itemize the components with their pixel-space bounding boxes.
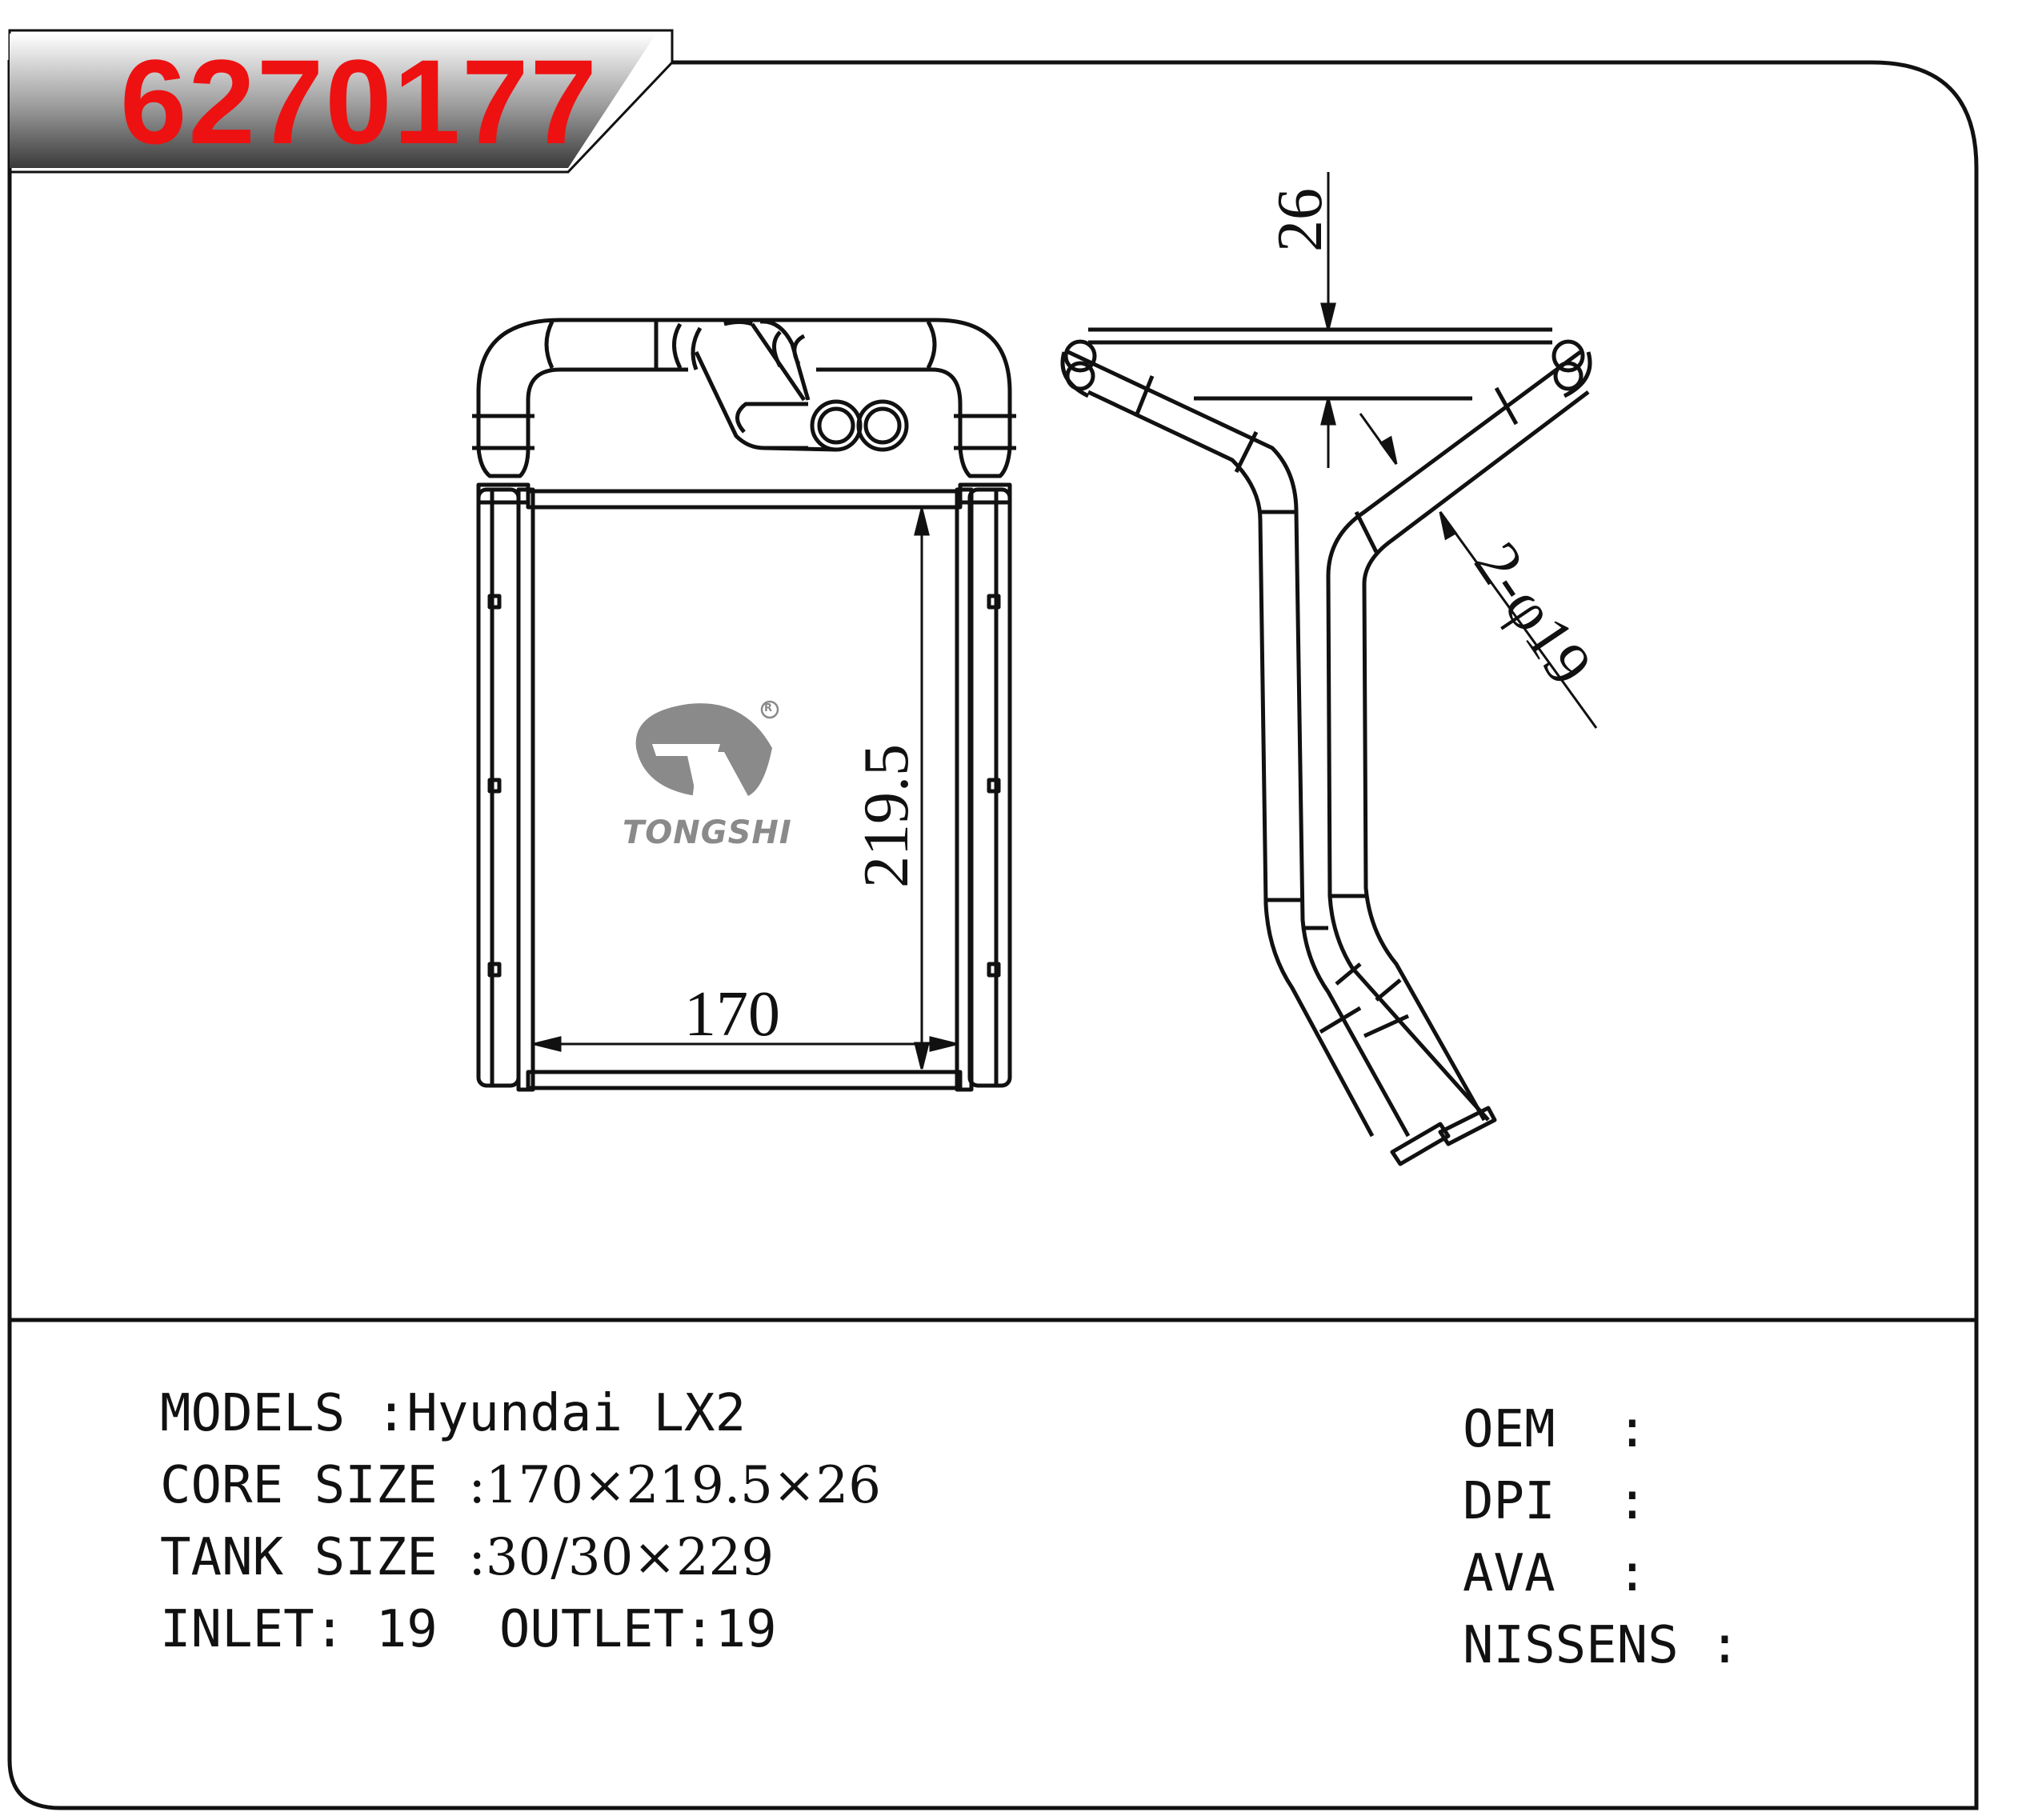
tongshi-logo-mark: [635, 700, 779, 800]
side-view: [1060, 327, 1592, 1166]
sheet-border: [7, 60, 1979, 1810]
spec-core-size: CORE SIZE :170×219.5×26: [160, 1456, 881, 1515]
front-dimension-lines: [534, 508, 957, 1070]
front-view: [472, 318, 1016, 1092]
part-number-banner: [10, 34, 656, 168]
side-dimension-lines: [1320, 172, 1598, 729]
tongshi-logo-text: TONGSHI: [623, 814, 792, 851]
registered-mark: R: [764, 702, 773, 714]
spec-dpi: DPI :: [1463, 1472, 1648, 1531]
spec-tank-size: TANK SIZE :30/30×229: [160, 1528, 775, 1587]
dim-height-label: 219.5: [851, 744, 922, 888]
spec-inlet-outlet: INLET: 19 OUTLET:19: [160, 1600, 777, 1659]
spec-nissens: NISSENS :: [1463, 1616, 1740, 1675]
spec-ava: AVA :: [1463, 1544, 1648, 1603]
dim-width-label: 170: [684, 979, 780, 1050]
part-number: 6270177: [120, 34, 599, 169]
dim-depth-label: 26: [1265, 188, 1335, 252]
spec-oem: OEM :: [1463, 1400, 1648, 1459]
sheet-frame: [10, 160, 112, 1804]
spec-models: MODELS :Hyundai LX2: [160, 1384, 747, 1443]
